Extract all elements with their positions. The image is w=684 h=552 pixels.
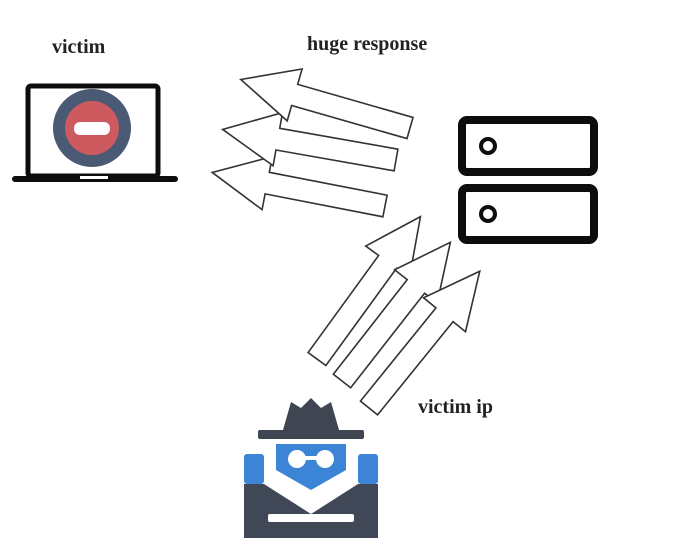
victim-ip-label: victim ip [418,396,493,418]
response-arrows [206,52,419,234]
server-rack-icon [458,116,598,244]
huge-response-label: huge response [307,33,428,55]
spy-hacker-icon [244,398,378,538]
laptop-blocked-icon [12,83,178,182]
victim-label: victim [52,36,106,58]
hat-icon [283,398,339,430]
glasses-icon [288,450,306,468]
